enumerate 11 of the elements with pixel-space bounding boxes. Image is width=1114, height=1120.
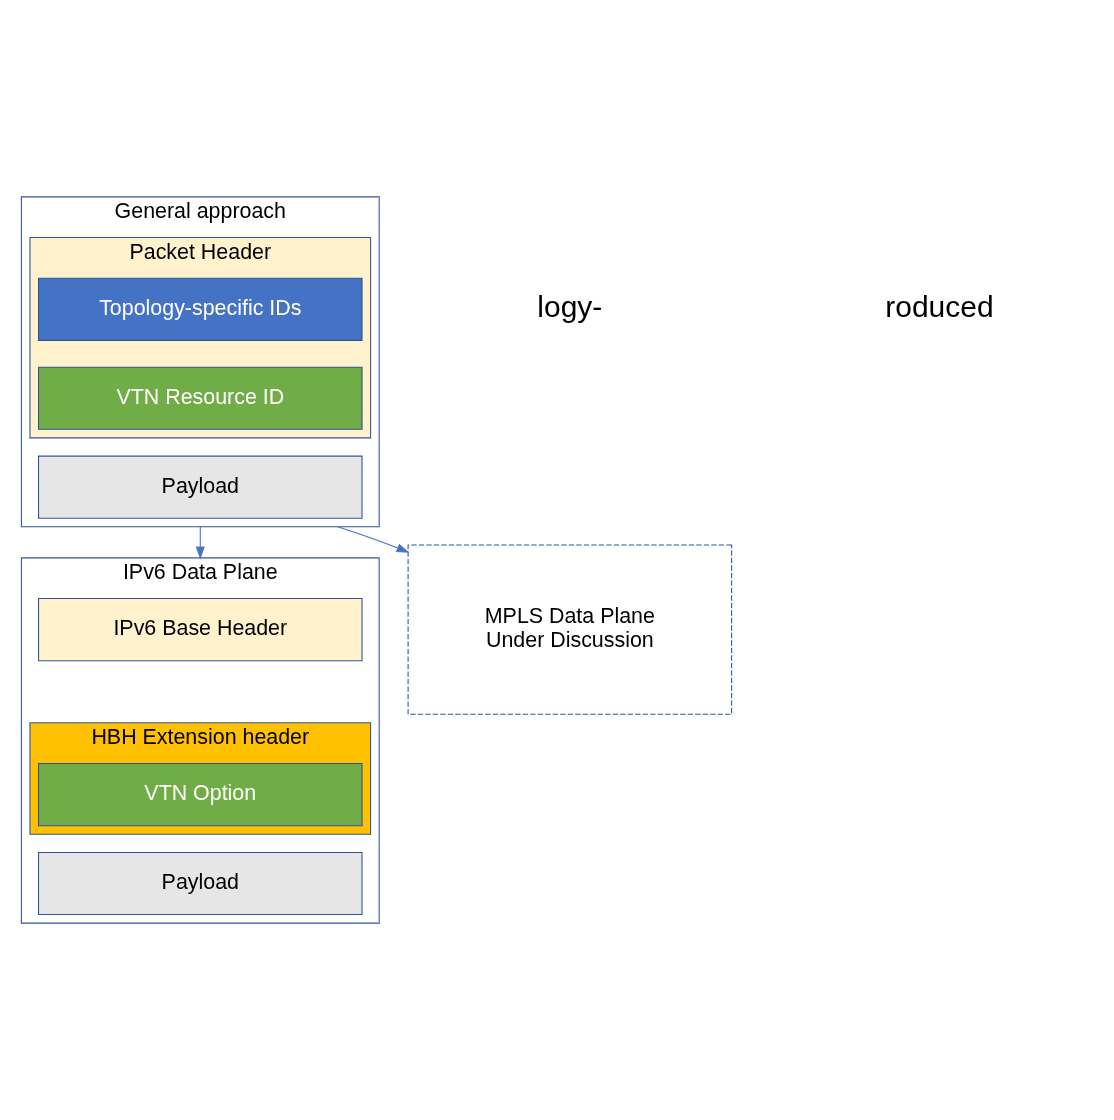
label: logy-: [537, 289, 603, 323]
node-box: VTN Option: [38, 763, 363, 827]
label: roduced: [885, 289, 994, 323]
node-box: Topology-specific IDs: [38, 277, 363, 341]
node-box: Payload: [38, 455, 363, 519]
arrow: [195, 526, 205, 560]
node-box: IPv6 Base Header: [38, 598, 363, 662]
node-box: MPLS Data Plane Under Discussion: [407, 544, 733, 715]
node-box: VTN Resource ID: [38, 366, 363, 430]
arrow: [337, 526, 410, 553]
node-box: Payload: [38, 851, 363, 916]
